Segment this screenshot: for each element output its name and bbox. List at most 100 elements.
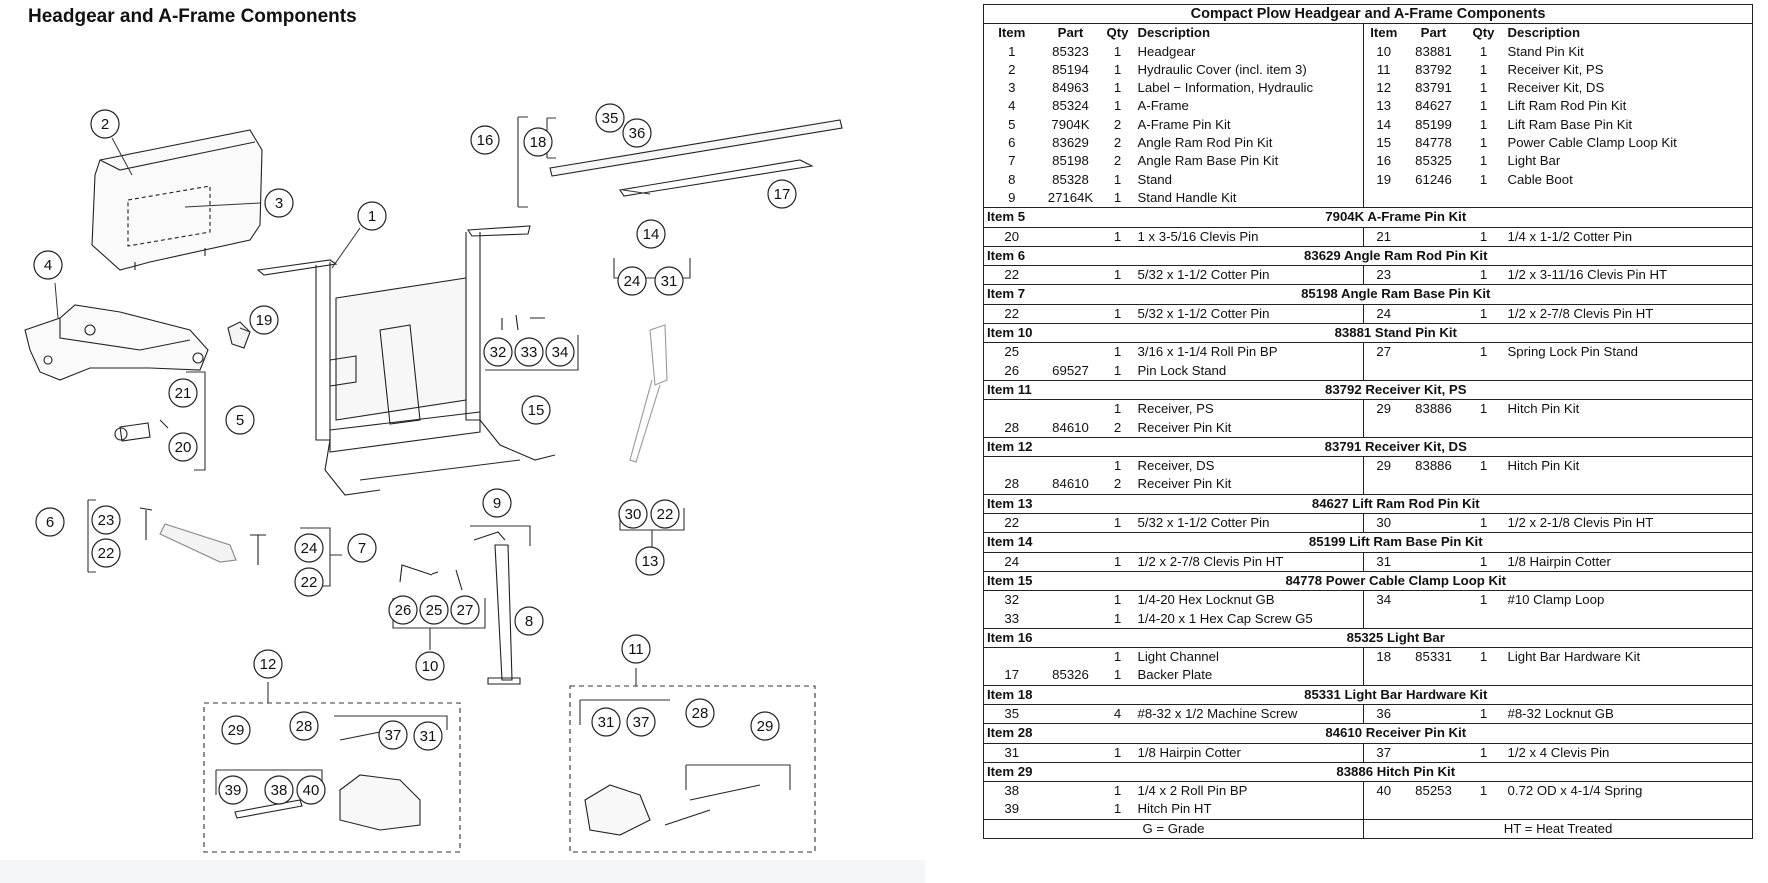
description-cell [1504,419,1753,438]
part-cell: 84963 [1052,80,1089,96]
kit-group-item: Item 6 [983,245,1040,267]
qty-cell: 1 [1479,744,1488,760]
part-cell: 84778 [1415,135,1452,151]
part-cell [1404,227,1464,246]
callout-29a: 29 [228,722,245,739]
qty-cell: 1 [1479,458,1488,474]
description-cell: 1/4-20 Hex Locknut GB [1133,590,1364,610]
callout-12: 12 [260,656,277,673]
header-item: Item [1370,25,1398,41]
header-qty: Qty [1106,25,1129,41]
part-cell [1404,304,1464,323]
item-cell [984,457,1040,476]
part-cell: 85325 [1415,153,1452,169]
qty-cell: 1 [1113,783,1122,799]
description-cell: Spring Lock Pin Stand [1507,344,1639,360]
item-cell [1364,475,1404,494]
qty-cell [1464,419,1504,438]
callout-30: 30 [625,506,642,523]
description-cell [1504,475,1753,494]
item-cell: 4 [1008,98,1016,114]
description-cell: #10 Clamp Loop [1507,592,1605,608]
item-cell: 22 [1004,305,1020,321]
description-cell: 0.72 OD x 4-1/4 Spring [1507,783,1643,799]
kit-group-title: 83886 Hitch Pin Kit [1039,761,1753,783]
callout-36: 36 [629,125,646,142]
qty-cell: 1 [1479,80,1488,96]
item-cell: 10 [1376,43,1392,59]
part-cell: 83881 [1415,43,1452,59]
part-cell: 83792 [1415,61,1452,77]
callout-6: 6 [46,514,54,531]
description-cell: 1/4-20 x 1 Hex Cap Screw G5 [1133,609,1364,629]
callout-11: 11 [628,641,644,658]
qty-cell [1464,475,1504,494]
qty-cell: 1 [1113,801,1122,817]
part-cell [1040,552,1102,571]
part-cell: 85194 [1052,61,1089,77]
kit-group-item: Item 13 [983,493,1040,515]
kit-group-title: 84627 Lift Ram Rod Pin Kit [1039,493,1753,515]
callout-10: 10 [422,658,439,675]
part-cell [1404,610,1464,629]
callout-22c: 22 [657,506,674,523]
callout-26: 26 [395,602,412,619]
description-cell: 1/4 x 1-1/2 Cotter Pin [1507,228,1633,244]
callout-34: 34 [552,344,569,361]
kit-group-item: Item 16 [983,627,1040,649]
callout-3: 3 [275,195,283,212]
description-cell [1504,362,1753,381]
parts-table: Compact Plow Headgear and A-Frame Compon… [983,4,1754,840]
qty-cell: 1 [1479,553,1488,569]
kit-group-item: Item 29 [983,761,1040,783]
part-cell [1040,514,1102,533]
item-cell: 16 [1376,153,1392,169]
callout-28b: 28 [692,705,709,722]
part-cell [1040,743,1102,762]
part-cell: 7904K [1051,116,1090,132]
item-cell: 1 [1008,43,1016,59]
qty-cell: 1 [1479,344,1488,360]
qty-cell: 1 [1479,515,1488,531]
part-cell [1404,704,1464,723]
part-cell [1404,743,1464,762]
item-cell: 29 [1376,458,1392,474]
receiver-ds-drawing [234,731,421,831]
part-cell: 83791 [1415,80,1452,96]
item-cell: 25 [1004,344,1020,360]
header-qty: Qty [1472,25,1495,41]
callout-31b: 31 [420,728,437,745]
hydraulic-cover-drawing [91,129,263,271]
part-cell: 85324 [1052,98,1089,114]
kit-group-title: 85198 Angle Ram Base Pin Kit [1039,284,1753,305]
description-cell: Power Cable Clamp Loop Kit [1507,135,1677,151]
qty-cell: 2 [1113,116,1122,132]
clevis-pin-23-drawing [139,507,153,540]
qty-cell [1464,189,1504,208]
headgear-drawing [256,225,556,496]
description-cell: Hitch Pin Kit [1507,458,1580,474]
callout-20: 20 [175,439,192,456]
qty-cell: 1 [1113,362,1122,378]
page-title: Headgear and A-Frame Components [28,6,357,27]
qty-cell: 1 [1479,116,1488,132]
callout-33: 33 [521,344,538,361]
qty-cell: 1 [1113,553,1122,569]
item-cell: 33 [1004,610,1020,626]
description-cell: Stand Pin Kit [1507,43,1584,59]
qty-cell: 2 [1113,476,1122,492]
callout-22a: 22 [98,545,115,562]
